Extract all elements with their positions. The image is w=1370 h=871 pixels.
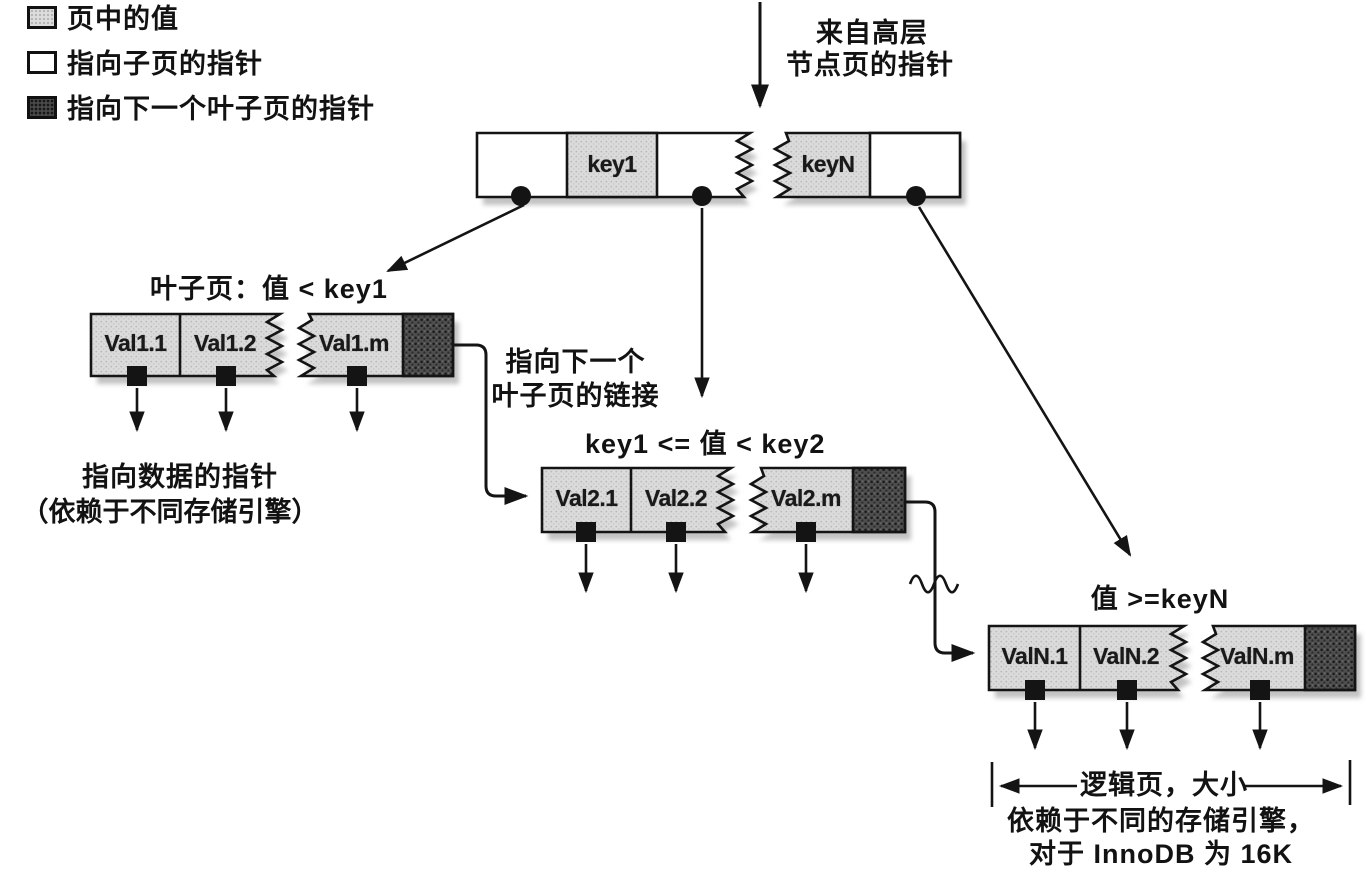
leaf3-box bbox=[987, 624, 1357, 692]
link-break-squiggle bbox=[908, 574, 960, 594]
link-leaf2-to-leaf3 bbox=[905, 500, 976, 662]
leaf1-row-markers bbox=[127, 366, 367, 386]
label-logical-page-line2: 依赖于不同的存储引擎， bbox=[1007, 806, 1315, 836]
leaf1-next-pointer-cell bbox=[401, 312, 455, 378]
leaf2-cell-val2: Val2.2 bbox=[644, 484, 708, 511]
root-to-leaf-arrows bbox=[386, 203, 1132, 557]
legend-label-next-leaf-pointer: 指向下一个叶子页的指针 bbox=[67, 94, 375, 124]
leaf2-box bbox=[540, 466, 907, 534]
leaf3-next-pointer-cell bbox=[1303, 624, 1357, 692]
root-key1-cell bbox=[565, 131, 659, 199]
arrow-root-to-leaf3 bbox=[917, 206, 1132, 557]
legend-label-value-cell: 页中的值 bbox=[67, 4, 179, 34]
label-from-higher-level-line1: 来自高层 bbox=[816, 18, 928, 48]
leaf3-cell-val1: ValN.1 bbox=[1001, 642, 1068, 669]
label-logical-page-line1: 逻辑页，大小 bbox=[1080, 770, 1248, 800]
label-data-pointer-line1: 指向数据的指针 bbox=[82, 462, 278, 492]
legend-label-child-pointer: 指向子页的指针 bbox=[67, 49, 263, 79]
leaf3-data-arrows bbox=[1027, 702, 1268, 751]
label-from-higher-level-line2: 节点页的指针 bbox=[786, 50, 954, 80]
label-next-leaf-link-line2: 叶子页的链接 bbox=[491, 381, 660, 411]
root-pointer-dots bbox=[511, 186, 926, 206]
link-leaf1-to-leaf2 bbox=[453, 343, 529, 505]
leaf1-cell-valm: Val1.m bbox=[319, 329, 389, 356]
leaf1-box bbox=[89, 312, 455, 378]
legend-swatch-value-cell bbox=[27, 6, 57, 29]
leaf2-data-arrows bbox=[578, 544, 814, 594]
leaf1-title: 叶子页：值 < key1 bbox=[150, 274, 388, 304]
logical-page-dimension bbox=[990, 760, 1352, 807]
arrow-root-to-leaf1 bbox=[386, 203, 525, 273]
leaf2-next-pointer-cell bbox=[851, 466, 907, 534]
label-next-leaf-link-line1: 指向下一个 bbox=[505, 347, 646, 377]
leaf3-cell-valm: ValN.m bbox=[1220, 642, 1294, 669]
root-node-box bbox=[475, 131, 962, 199]
legend-swatch-next-leaf-pointer bbox=[27, 96, 57, 119]
leaf1-cell-val2: Val1.2 bbox=[193, 329, 257, 356]
leaf2-cell-val1: Val2.1 bbox=[555, 484, 618, 511]
leaf3-title: 值 >=keyN bbox=[1090, 584, 1230, 614]
leaf2-title: key1 <= 值 < key2 bbox=[585, 429, 826, 459]
leaf3-cell-val2: ValN.2 bbox=[1092, 642, 1160, 669]
root-cell-key1: key1 bbox=[587, 150, 637, 177]
leaf1-data-arrows bbox=[129, 388, 365, 433]
root-cell-keyN: keyN bbox=[801, 150, 855, 177]
leaf1-cell-val1: Val1.1 bbox=[104, 329, 167, 356]
leaf2-cell-valm: Val2.m bbox=[771, 484, 841, 511]
label-logical-page-line3: 对于 InnoDB 为 16K bbox=[1028, 839, 1293, 869]
leaf3-row-markers bbox=[1025, 680, 1270, 700]
label-data-pointer-line2: （依赖于不同存储引擎） bbox=[21, 497, 319, 527]
legend-swatch-child-pointer bbox=[27, 51, 57, 74]
leaf2-row-markers bbox=[576, 522, 816, 542]
